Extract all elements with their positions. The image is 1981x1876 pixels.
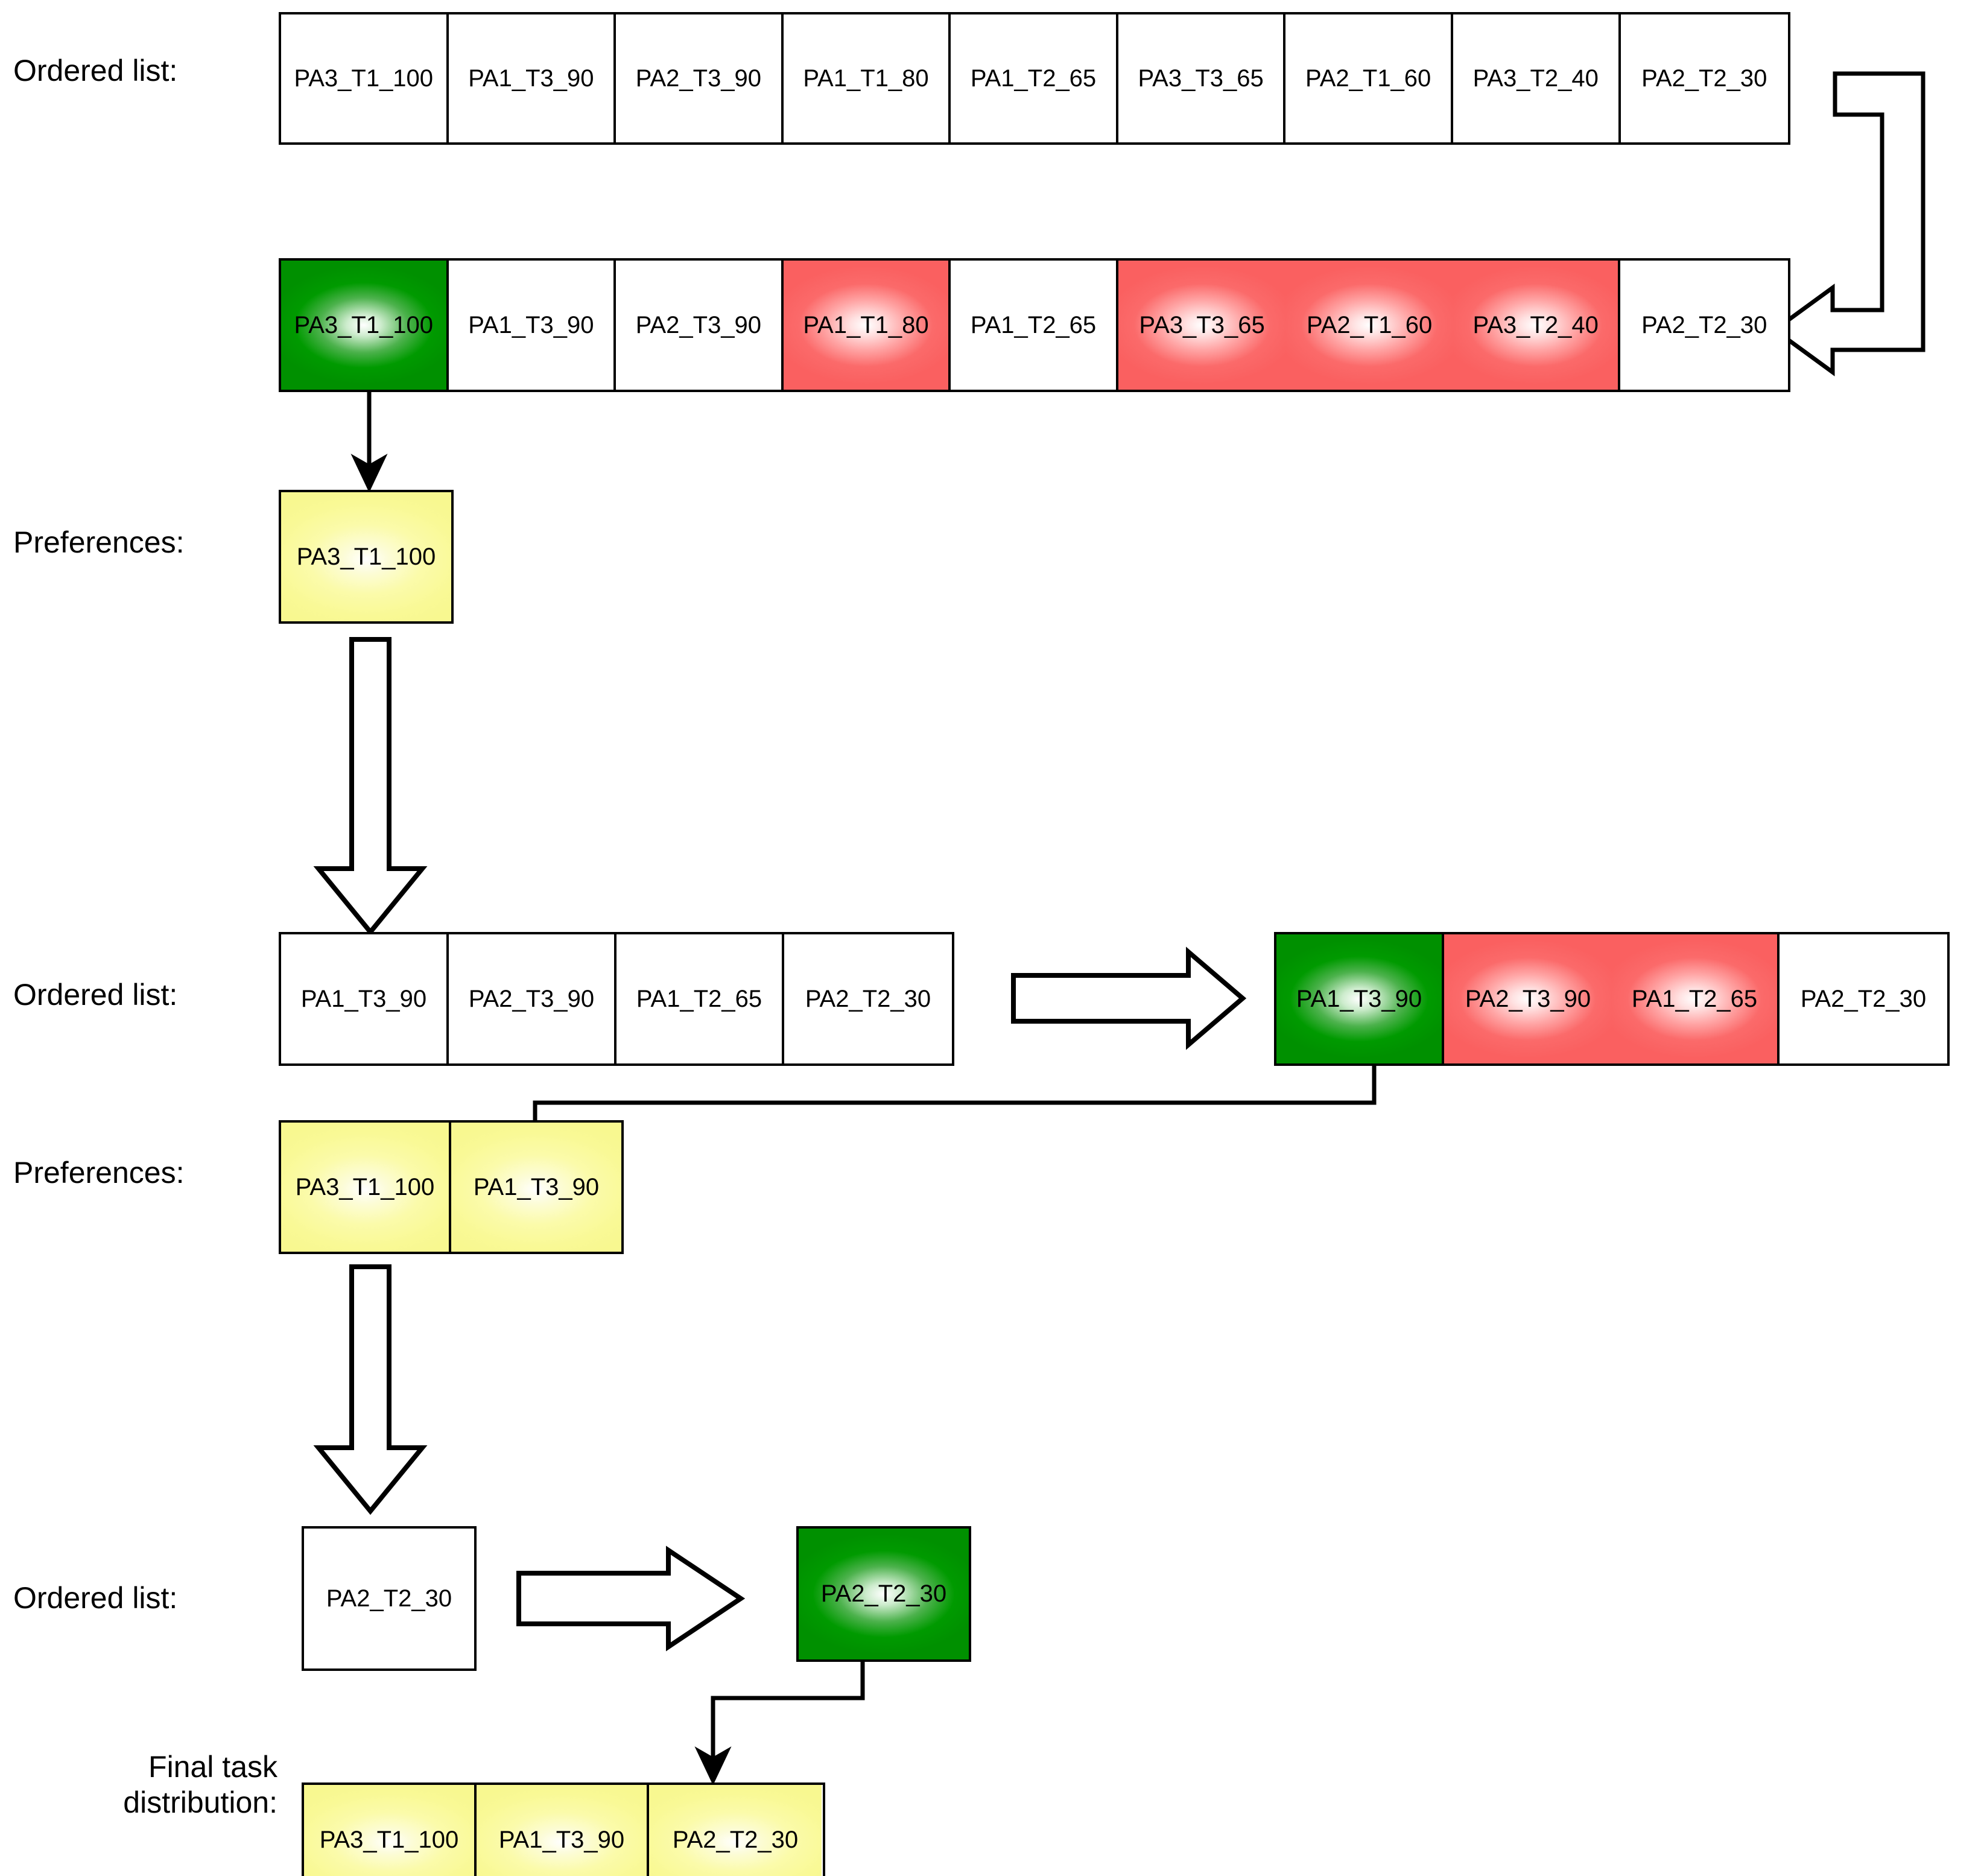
final-item[interactable]: PA3_T1_100 — [304, 1785, 477, 1876]
list-item-removed[interactable]: PA1_T1_80 — [783, 261, 951, 390]
ordered-list-2: PA1_T3_90 PA2_T3_90 PA1_T2_65 PA2_T2_30 — [279, 932, 954, 1066]
label-ordered-list-2: Ordered list: — [13, 978, 178, 1012]
list-item[interactable]: PA1_T2_65 — [951, 14, 1118, 142]
list-item[interactable]: PA2_T3_90 — [616, 261, 784, 390]
marked-list-1: PA3_T1_100 PA1_T3_90 PA2_T3_90 PA1_T1_80… — [279, 258, 1790, 392]
list-item[interactable]: PA2_T3_90 — [449, 934, 616, 1063]
block-arrow-right-1 — [1011, 946, 1247, 1050]
list-item-removed[interactable]: PA2_T1_60 — [1285, 261, 1453, 390]
list-item-removed[interactable]: PA2_T3_90 — [1444, 934, 1612, 1063]
list-item-selected[interactable]: PA1_T3_90 — [1276, 934, 1444, 1063]
list-item[interactable]: PA2_T2_30 — [1780, 934, 1947, 1063]
preferences-list-1: PA3_T1_100 — [279, 490, 454, 624]
label-ordered-list-3: Ordered list: — [13, 1581, 178, 1615]
list-item-selected[interactable]: PA3_T1_100 — [281, 261, 449, 390]
loop-back-arrow — [1771, 71, 1926, 376]
label-ordered-list-1: Ordered list: — [13, 54, 178, 87]
preferences-list-2: PA3_T1_100 PA1_T3_90 — [279, 1120, 624, 1254]
preference-item[interactable]: PA1_T3_90 — [451, 1123, 621, 1252]
final-item[interactable]: PA1_T3_90 — [477, 1785, 649, 1876]
list-item-removed[interactable]: PA3_T3_65 — [1118, 261, 1286, 390]
list-item[interactable]: PA3_T2_40 — [1453, 14, 1621, 142]
marked-list-2: PA1_T3_90 PA2_T3_90 PA1_T2_65 PA2_T2_30 — [1274, 932, 1950, 1066]
list-item-selected[interactable]: PA2_T2_30 — [799, 1529, 969, 1659]
ordered-list-1: PA3_T1_100 PA1_T3_90 PA2_T3_90 PA1_T1_80… — [279, 12, 1790, 145]
list-item[interactable]: PA2_T3_90 — [616, 14, 784, 142]
list-item[interactable]: PA2_T2_30 — [1620, 261, 1789, 390]
list-item[interactable]: PA3_T3_65 — [1118, 14, 1286, 142]
list-item-removed[interactable]: PA1_T2_65 — [1612, 934, 1780, 1063]
list-item[interactable]: PA1_T2_65 — [951, 261, 1118, 390]
preference-item[interactable]: PA3_T1_100 — [281, 492, 451, 621]
list-item[interactable]: PA1_T3_90 — [448, 261, 616, 390]
list-item[interactable]: PA1_T3_90 — [448, 14, 616, 142]
list-item[interactable]: PA1_T3_90 — [281, 934, 449, 1063]
list-item[interactable]: PA2_T2_30 — [784, 934, 952, 1063]
elbow-arrow-3 — [694, 1662, 865, 1786]
preference-item[interactable]: PA3_T1_100 — [281, 1123, 451, 1252]
label-preferences-1: Preferences: — [13, 525, 185, 559]
list-item[interactable]: PA1_T2_65 — [616, 934, 784, 1063]
final-task-distribution-list: PA3_T1_100 PA1_T3_90 PA2_T2_30 — [302, 1783, 825, 1876]
list-item[interactable]: PA2_T2_30 — [1620, 14, 1789, 142]
block-arrow-down-2 — [313, 1264, 428, 1515]
list-item[interactable]: PA2_T2_30 — [304, 1529, 474, 1668]
list-item[interactable]: PA1_T1_80 — [783, 14, 951, 142]
final-item[interactable]: PA2_T2_30 — [649, 1785, 822, 1876]
label-final-task-distribution: Final task distribution: — [123, 1750, 277, 1819]
list-item[interactable]: PA3_T1_100 — [281, 14, 449, 142]
list-item-removed[interactable]: PA3_T2_40 — [1453, 261, 1621, 390]
marked-list-3: PA2_T2_30 — [796, 1526, 971, 1662]
elbow-arrow-2 — [516, 1062, 1377, 1190]
select-arrow-down-1 — [350, 392, 388, 493]
ordered-list-3: PA2_T2_30 — [302, 1526, 477, 1671]
block-arrow-down-1 — [313, 637, 428, 936]
label-preferences-2: Preferences: — [13, 1156, 185, 1190]
block-arrow-right-2 — [516, 1545, 746, 1652]
list-item[interactable]: PA2_T1_60 — [1285, 14, 1453, 142]
